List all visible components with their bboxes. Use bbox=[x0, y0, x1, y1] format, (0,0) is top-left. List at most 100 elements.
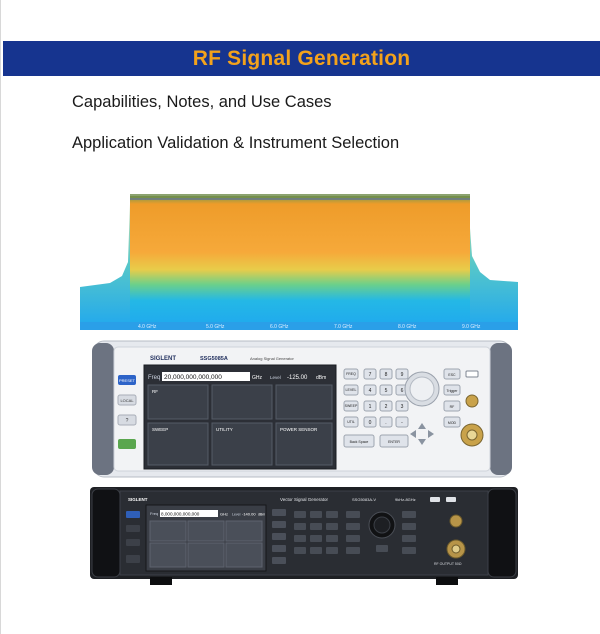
preset-label: PRESET bbox=[119, 378, 136, 383]
key-backspace[interactable] bbox=[343, 434, 375, 448]
key-5[interactable] bbox=[379, 384, 393, 396]
key-1[interactable] bbox=[363, 400, 377, 412]
softkey-3[interactable] bbox=[272, 533, 286, 540]
freq-label-2: Freq bbox=[150, 511, 158, 516]
key-9[interactable] bbox=[395, 368, 409, 380]
key-mod-label: MOD bbox=[448, 421, 457, 425]
model-label-2: SSG5083A-V bbox=[352, 497, 376, 502]
page-edge bbox=[0, 0, 1, 634]
rf-output-label-2: RF OUTPUT 50Ω bbox=[434, 562, 462, 566]
key-backspace-label: Back Space bbox=[350, 440, 369, 444]
freq-unit-2: GHz bbox=[220, 512, 228, 517]
key-5-label: 5 bbox=[385, 388, 388, 394]
key-freq-label: FREQ bbox=[346, 372, 356, 376]
level-label-1: Level bbox=[270, 375, 281, 380]
title-banner: RF Signal Generation bbox=[3, 41, 600, 76]
level-unit-2: dBm bbox=[258, 513, 265, 517]
softkey-4[interactable] bbox=[272, 545, 286, 552]
softkey-5[interactable] bbox=[272, 557, 286, 564]
key-rf-label: RF bbox=[450, 405, 455, 409]
key-8[interactable] bbox=[379, 368, 393, 380]
power-button-2[interactable] bbox=[126, 555, 140, 563]
help-button[interactable] bbox=[117, 414, 137, 426]
spectrum-image: 4.0 GHz 5.0 GHz 6.0 GHz 7.0 GHz 8.0 GHz … bbox=[80, 184, 518, 330]
key-1-label: 1 bbox=[369, 404, 372, 410]
subtitle-application: Application Validation & Instrument Sele… bbox=[72, 134, 400, 152]
key-dot-label: . bbox=[385, 420, 386, 426]
tile-utility: UTILITY bbox=[216, 427, 233, 432]
spectrum-tick-1: 4.0 GHz bbox=[138, 324, 157, 330]
local-label: LOCAL bbox=[120, 398, 134, 403]
analog-signal-generator-image: PRESET LOCAL ? SIGLENT SSG5085A Analog S… bbox=[92, 340, 512, 478]
title-label-2: Vector Signal Generator bbox=[280, 497, 329, 502]
key-esc-label: ESC bbox=[448, 373, 456, 377]
key-3[interactable] bbox=[395, 400, 409, 412]
key-3-label: 3 bbox=[401, 404, 404, 410]
arrow-up-icon[interactable] bbox=[418, 423, 426, 429]
key-rf[interactable] bbox=[443, 400, 461, 412]
key-7[interactable] bbox=[363, 368, 377, 380]
tile-sweep: SWEEP bbox=[152, 427, 168, 432]
softkey-1[interactable] bbox=[272, 509, 286, 516]
freq-unit-1: GHz bbox=[252, 375, 263, 381]
key-9-label: 9 bbox=[401, 372, 404, 378]
key-enter-label: ENTER bbox=[388, 440, 400, 444]
arrow-right-icon[interactable] bbox=[428, 430, 434, 438]
arrow-keys-2[interactable] bbox=[376, 545, 388, 552]
key-esc[interactable] bbox=[443, 368, 461, 380]
tile-power-sensor: POWER SENSOR bbox=[280, 427, 318, 432]
arrow-down-icon[interactable] bbox=[418, 439, 426, 445]
aux-connector-2-icon bbox=[449, 514, 463, 528]
arrow-left-icon[interactable] bbox=[410, 430, 416, 438]
usb-port-3-icon bbox=[446, 497, 456, 502]
key-enter[interactable] bbox=[379, 434, 409, 448]
key-sweep-label: SWEEP bbox=[345, 404, 358, 408]
key-0[interactable] bbox=[363, 416, 377, 428]
key-6-label: 6 bbox=[401, 388, 404, 394]
key-util-label: UTIL bbox=[347, 420, 355, 424]
tile-rf: RF bbox=[152, 389, 158, 394]
key-minus-label: - bbox=[401, 420, 403, 426]
freq-value-2: 8,000,000,000,000 bbox=[161, 512, 200, 517]
key-trigger-label: Trigger bbox=[447, 389, 459, 393]
range-label-2: 9kHz-8GHz bbox=[395, 497, 416, 502]
vector-signal-generator-image: SIGLENT Vector Signal Generator SSG5083A… bbox=[90, 487, 518, 585]
key-freq[interactable] bbox=[343, 368, 359, 380]
level-value-2: -140.00 bbox=[242, 512, 256, 517]
freq-label-1: Freq bbox=[148, 375, 160, 381]
banner-title: RF Signal Generation bbox=[192, 46, 411, 70]
key-mod[interactable] bbox=[443, 416, 461, 428]
subtitle-capabilities: Capabilities, Notes, and Use Cases bbox=[72, 93, 332, 111]
key-trigger[interactable] bbox=[443, 384, 461, 396]
help-button-2[interactable] bbox=[126, 539, 140, 546]
level-value-1: -125.00 bbox=[287, 375, 308, 381]
spectrum-tick-5: 8.0 GHz bbox=[398, 324, 417, 330]
key-dot[interactable] bbox=[379, 416, 393, 428]
spectrum-tick-2: 5.0 GHz bbox=[206, 324, 225, 330]
key-0-label: 0 bbox=[369, 420, 372, 426]
key-7-label: 7 bbox=[369, 372, 372, 378]
aux-connector-icon bbox=[465, 394, 479, 408]
power-button[interactable] bbox=[118, 439, 136, 449]
local-button[interactable] bbox=[117, 394, 137, 406]
description-label-1: Analog Signal Generator bbox=[250, 356, 294, 361]
key-8-label: 8 bbox=[385, 372, 388, 378]
key-util[interactable] bbox=[343, 416, 359, 428]
help-label: ? bbox=[126, 418, 129, 424]
preset-button-2[interactable] bbox=[126, 511, 140, 518]
key-level[interactable] bbox=[343, 384, 359, 396]
key-2[interactable] bbox=[379, 400, 393, 412]
key-minus[interactable] bbox=[395, 416, 409, 428]
brand-label-1: SIGLENT bbox=[150, 356, 176, 362]
key-4[interactable] bbox=[363, 384, 377, 396]
key-sweep[interactable] bbox=[343, 400, 359, 412]
spectrum-tick-4: 7.0 GHz bbox=[334, 324, 353, 330]
spectrum-tick-3: 6.0 GHz bbox=[270, 324, 289, 330]
level-label-2: Level bbox=[232, 513, 241, 517]
key-4-label: 4 bbox=[369, 388, 372, 394]
key-level-label: LEVEL bbox=[346, 388, 357, 392]
brand-label-2: SIGLENT bbox=[128, 497, 148, 502]
softkey-2[interactable] bbox=[272, 521, 286, 528]
preset-button[interactable] bbox=[118, 375, 136, 385]
local-button-2[interactable] bbox=[126, 525, 140, 532]
